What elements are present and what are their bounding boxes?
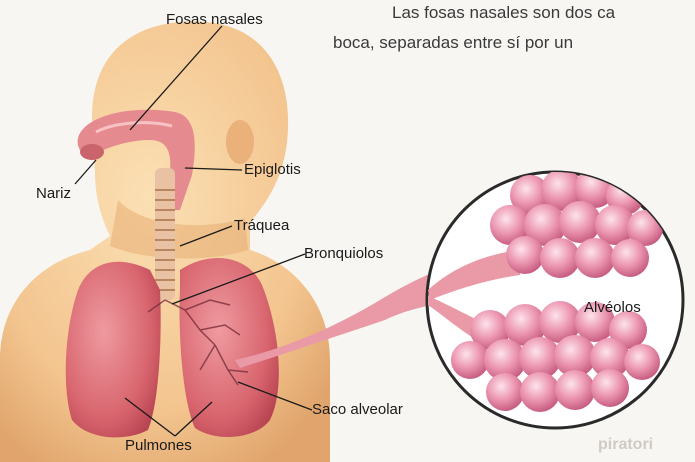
faded-footer-text: piratori (598, 436, 653, 454)
label-traquea: Tráquea (234, 218, 289, 233)
label-bronquiolos: Bronquiolos (304, 246, 383, 261)
label-pulmones: Pulmones (125, 438, 192, 453)
intro-text-line-1: Las fosas nasales son dos ca (392, 4, 615, 21)
label-nariz: Nariz (36, 186, 71, 201)
label-saco-alveolar: Saco alveolar (312, 402, 403, 417)
intro-text-line-2: boca, separadas entre sí por un (333, 34, 573, 51)
label-epiglotis: Epiglotis (244, 162, 301, 177)
trachea (155, 168, 175, 300)
upper-alveolar-sac (490, 168, 663, 278)
label-alveolos: Alvéolos (584, 300, 641, 315)
label-fosas-nasales: Fosas nasales (166, 12, 263, 27)
alveoli-magnified-view (427, 168, 683, 428)
